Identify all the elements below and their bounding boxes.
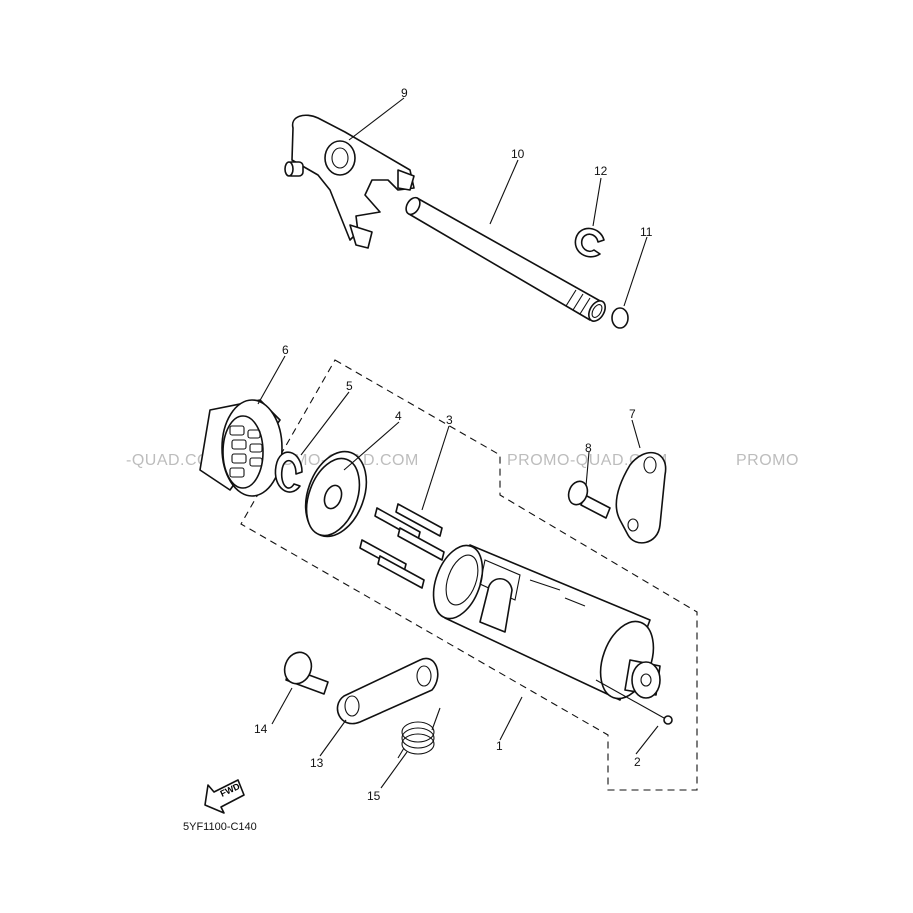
- pins-part: [359, 503, 445, 589]
- shift-drum-part: [432, 544, 661, 701]
- callout-14: 14: [254, 722, 268, 736]
- bearing-part: [199, 399, 283, 497]
- callout-2: 2: [634, 755, 641, 769]
- callout-6: 6: [282, 343, 289, 357]
- callout-10: 10: [511, 147, 525, 161]
- watermark-text: PROMO-QUAD.COM: [507, 452, 668, 469]
- assembly-boundary: [240, 359, 698, 791]
- callout-5: 5: [346, 379, 353, 393]
- callout-3: 3: [446, 413, 453, 427]
- lower-bolt-part: [283, 651, 329, 695]
- o-ring-part: [611, 307, 629, 329]
- snap-ring-part: [274, 451, 303, 493]
- callout-numbers: 1 2 3 4 5 6 7 8 9 10 11 12 13 14 15: [254, 86, 653, 803]
- stopper-lever-part: [336, 657, 439, 725]
- callout-8: 8: [585, 441, 592, 455]
- bolt-part: [567, 480, 611, 519]
- diagram-code: 5YF1100-C140: [183, 821, 257, 833]
- watermark-row: -QUAD.COM PROMO-QUAD.COM PROMO-QUAD.COM …: [126, 452, 799, 469]
- leader-lines: [257, 97, 659, 789]
- callout-11: 11: [640, 225, 653, 239]
- circlip-part: [574, 227, 605, 258]
- stopper-plate-part: [615, 451, 667, 544]
- torsion-spring-part: [397, 707, 441, 759]
- watermark-text: -QUAD.COM: [126, 452, 224, 469]
- small-pin-part: [595, 679, 673, 725]
- shift-fork-shaft-part: [405, 196, 606, 322]
- callout-15: 15: [367, 789, 381, 803]
- washer-part: [304, 450, 368, 538]
- callout-1: 1: [496, 739, 503, 753]
- callout-7: 7: [629, 407, 636, 421]
- forward-arrow-icon: FWD: [204, 779, 245, 814]
- callout-9: 9: [401, 86, 408, 100]
- watermark-text: PROMO: [736, 452, 799, 469]
- shift-fork-part: [284, 114, 415, 249]
- callout-4: 4: [395, 409, 402, 423]
- callout-13: 13: [310, 756, 324, 770]
- callout-12: 12: [594, 164, 608, 178]
